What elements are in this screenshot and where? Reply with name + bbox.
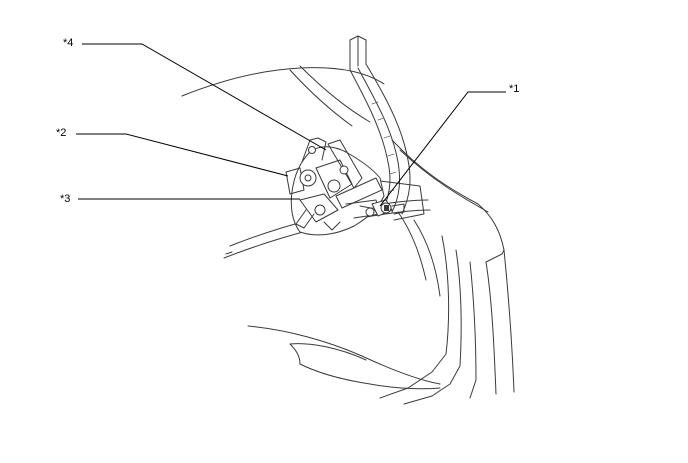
release-cable bbox=[359, 199, 405, 217]
hood-panel bbox=[181, 65, 505, 251]
leader-4 bbox=[82, 43, 327, 151]
callout-leaders bbox=[76, 43, 506, 207]
lower-trim bbox=[247, 325, 441, 390]
callout-label-1: *1 bbox=[509, 83, 519, 95]
callout-label-2: *2 bbox=[56, 127, 66, 139]
callout-label-4: *4 bbox=[63, 37, 73, 49]
hood-latch-assembly bbox=[285, 137, 385, 236]
leader-2 bbox=[76, 133, 289, 177]
body-side bbox=[379, 211, 515, 405]
leader-1 bbox=[379, 91, 506, 207]
callout-label-3: *3 bbox=[60, 193, 70, 205]
